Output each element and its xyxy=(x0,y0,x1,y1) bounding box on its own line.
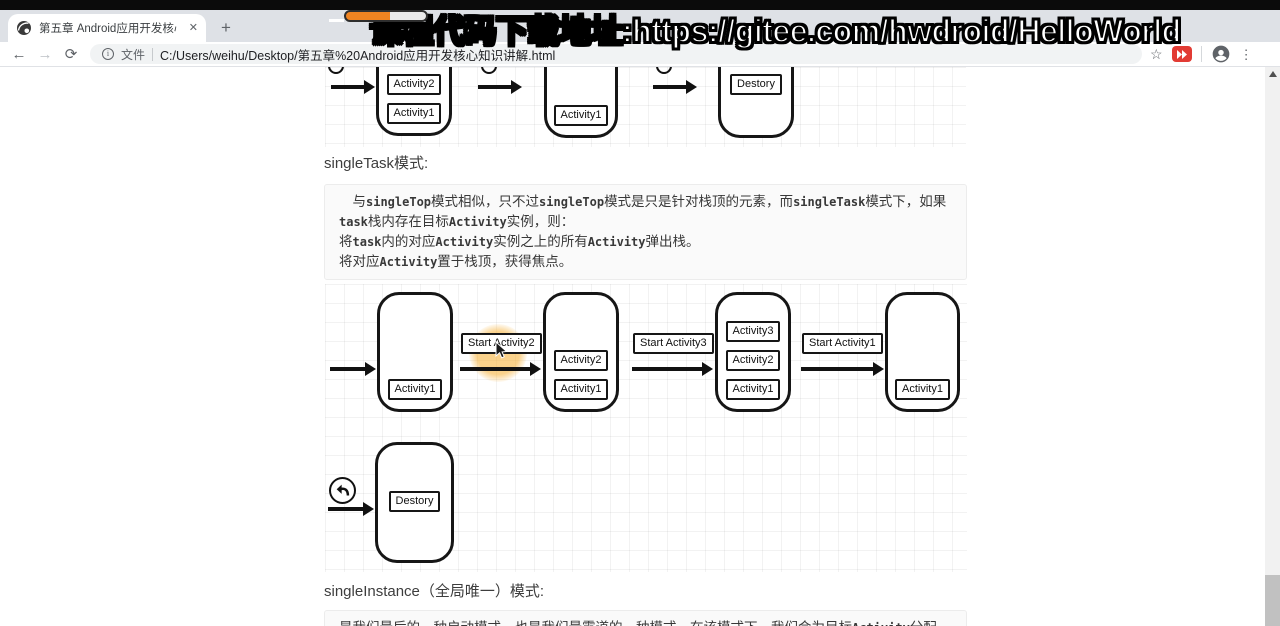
task-stack: Activity2 Activity1 xyxy=(376,67,452,136)
start-activity-label: Start Activity3 xyxy=(633,333,714,354)
forward-icon[interactable]: → xyxy=(37,45,53,63)
note-line: 是我们最后的一种启动模式，也是我们最霸道的一种模式，在该模式下，我们会为目标Ac… xyxy=(339,618,952,626)
web-page-content: Activity2 Activity1 Activity1 Destory si… xyxy=(0,67,1280,626)
new-tab-button[interactable]: + xyxy=(221,18,231,37)
toolbar-divider xyxy=(1200,46,1202,62)
scrollbar[interactable] xyxy=(1265,67,1280,626)
arrow-icon xyxy=(330,362,376,375)
tab-favicon-globe-icon xyxy=(17,21,31,35)
address-bar[interactable]: i 文件 C:/Users/weihu/Desktop/第五章%20Androi… xyxy=(90,44,1142,64)
task-stack: Destory xyxy=(718,67,794,138)
arrow-icon xyxy=(460,362,541,375)
scrollbar-thumb[interactable] xyxy=(1265,575,1280,626)
note-line: 将task内的对应Activity实例之上的所有Activity弹出栈。 xyxy=(339,234,700,249)
menu-dots-icon[interactable]: ⋮ xyxy=(1239,46,1253,62)
activity-box: Activity3 xyxy=(725,321,781,342)
activity-box: Destory xyxy=(388,491,441,512)
note-singletask: 与singleTop模式相似，只不过singleTop模式是只是针对栈顶的元素，… xyxy=(324,184,967,280)
start-activity-label: Start Activity1 xyxy=(802,333,883,354)
back-icon[interactable]: ← xyxy=(11,45,27,63)
arrow-icon xyxy=(328,502,374,515)
top-black-strip xyxy=(0,0,1280,10)
fast-forward-icon xyxy=(1176,49,1187,59)
url-scheme-label: 文件 xyxy=(121,47,146,62)
diagram-singletop-clipped: Activity2 Activity1 Activity1 Destory xyxy=(325,67,966,147)
task-stack: Activity1 xyxy=(885,292,960,412)
browser-toolbar: ← → ⟳ i 文件 C:/Users/weihu/Desktop/第五章%20… xyxy=(0,42,1280,67)
activity-box: Activity1 xyxy=(387,379,443,400)
diagram-singletask: Activity1 Start Activity2 Activity2 Acti… xyxy=(325,284,967,572)
toolbar-right-icons: ☆ ⋮ xyxy=(1150,44,1253,64)
task-stack: Destory xyxy=(375,442,454,563)
arrow-icon xyxy=(801,362,884,375)
activity-box: Activity1 xyxy=(895,379,950,400)
mouse-cursor-icon xyxy=(495,341,508,359)
back-arrow-icon xyxy=(328,67,344,74)
start-activity-label: Start Activity2 xyxy=(461,333,542,354)
task-stack: Activity2 Activity1 xyxy=(543,292,619,412)
task-stack: Activity1 xyxy=(544,67,618,138)
task-stack: Activity3 Activity2 Activity1 xyxy=(715,292,791,412)
back-button-icon xyxy=(329,477,356,504)
browser-tab[interactable]: 第五章 Android应用开发核心知 ✕ xyxy=(8,14,206,42)
heading-singletask: singleTask模式: xyxy=(324,155,429,172)
task-stack: Activity1 xyxy=(377,292,453,412)
reload-icon[interactable]: ⟳ xyxy=(64,46,78,63)
address-separator xyxy=(152,47,154,61)
overlay-progress-dash xyxy=(329,19,344,22)
activity-box: Activity1 xyxy=(386,103,442,124)
url-text[interactable]: C:/Users/weihu/Desktop/第五章%20Android应用开发… xyxy=(160,48,556,63)
profile-avatar-icon[interactable] xyxy=(1211,44,1231,64)
arrow-icon xyxy=(478,80,522,93)
activity-box: Activity2 xyxy=(725,350,781,371)
arrow-icon xyxy=(632,362,713,375)
scrollbar-up-icon[interactable] xyxy=(1269,71,1277,77)
activity-box: Activity2 xyxy=(553,350,609,371)
back-arrow-icon xyxy=(481,67,497,74)
heading-singleinstance: singleInstance（全局唯一）模式: xyxy=(324,583,545,600)
activity-box: Destory xyxy=(730,74,782,95)
note-line: 将对应Activity置于栈顶，获得焦点。 xyxy=(339,254,573,269)
arrow-icon xyxy=(331,80,375,93)
extension-icon[interactable] xyxy=(1171,46,1192,62)
note-line: 与singleTop模式相似，只不过singleTop模式是只是针对栈顶的元素，… xyxy=(339,194,947,229)
tab-bar: 第五章 Android应用开发核心知 ✕ + xyxy=(0,10,1280,42)
tab-title: 第五章 Android应用开发核心知 xyxy=(39,23,177,35)
arrow-icon xyxy=(653,80,697,93)
activity-box: Activity2 xyxy=(386,74,442,95)
activity-box: Activity1 xyxy=(553,379,609,400)
overlay-progress-pill xyxy=(344,10,428,22)
overlay-course-url-text: 课程代码下载地址:https://gitee.com/hwdroid/Hello… xyxy=(369,12,1182,50)
note-singleinstance: 是我们最后的一种启动模式，也是我们最霸道的一种模式，在该模式下，我们会为目标Ac… xyxy=(324,610,967,626)
activity-box: Activity1 xyxy=(725,379,781,400)
tab-close-icon[interactable]: ✕ xyxy=(188,21,198,34)
page-info-icon[interactable]: i xyxy=(102,48,114,60)
back-arrow-icon xyxy=(656,67,672,74)
activity-box: Activity1 xyxy=(553,105,609,126)
bookmark-star-icon[interactable]: ☆ xyxy=(1150,45,1163,62)
